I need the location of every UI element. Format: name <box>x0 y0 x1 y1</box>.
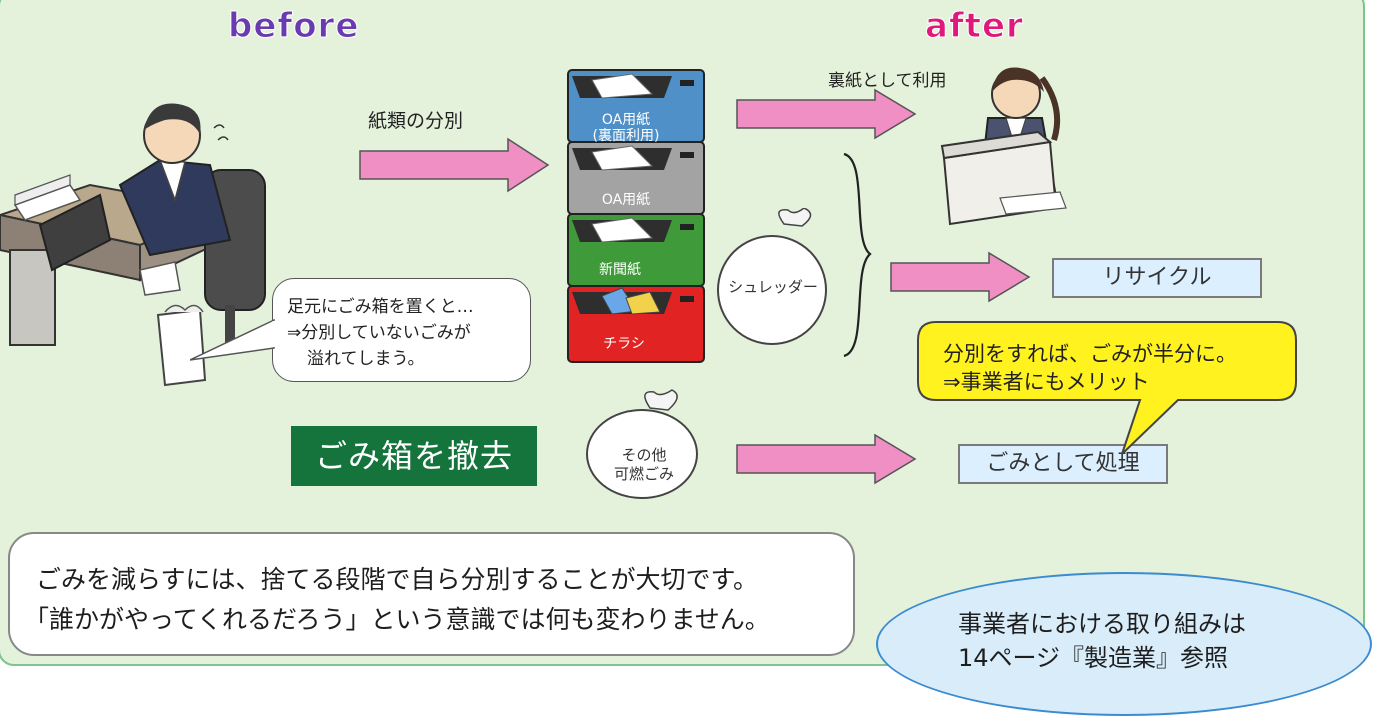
bottom-message-line-1: ごみを減らすには、捨てる段階で自ら分別することが大切です。 <box>36 565 759 594</box>
bin-label-oa-reverse: OA用紙 (裏面利用) <box>592 112 660 144</box>
disposal-label: ごみとして処理 <box>958 444 1168 484</box>
arrow-to-disposal <box>736 433 917 485</box>
paper-sorting-label: 紙類の分別 <box>368 110 464 132</box>
desk-bin-bubble <box>272 278 531 382</box>
bin-label-flyers: チラシ <box>603 336 645 352</box>
reverse-use-label: 裏紙として利用 <box>828 71 947 91</box>
desk-bin-line-1: 足元にごみ箱を置くと… <box>287 297 474 317</box>
shredder-bag-icon <box>717 208 827 345</box>
bottom-message-box <box>8 532 855 656</box>
bin-label-oa-paper: OA用紙 <box>601 192 651 208</box>
recycle-label: リサイクル <box>1052 258 1262 298</box>
combustible-label: その他 可燃ごみ <box>613 446 674 483</box>
sorting-bins-illustration <box>567 69 705 363</box>
shredder-label: シュレッダー <box>728 278 818 296</box>
brace <box>843 152 872 358</box>
desk-bin-line-3: 溢れてしまう。 <box>307 349 425 369</box>
merit-bubble <box>917 321 1297 455</box>
desk-bin-bubble-tail <box>190 318 276 361</box>
office-worker-illustration <box>0 103 266 387</box>
merit-line-1: 分別をすれば、ごみが半分に。 <box>943 342 1237 366</box>
after-title: after <box>925 6 1024 47</box>
arrow-to-reuse <box>736 88 917 140</box>
bottom-message-line-2: 「誰かがやってくれるだろう」という意識では何も変わりません。 <box>24 605 770 634</box>
arrow-to-bins <box>359 137 550 193</box>
copier-woman-illustration <box>940 67 1067 226</box>
combustible-bag-icon <box>586 389 698 499</box>
reference-line-2: 14ページ『製造業』参照 <box>958 644 1229 672</box>
reference-line-1: 事業者における取り組みは <box>958 610 1246 638</box>
remove-bin-banner: ごみ箱を撤去 <box>291 426 537 486</box>
bin-label-newspaper: 新聞紙 <box>599 262 641 278</box>
arrow-to-recycle <box>890 251 1031 303</box>
desk-bin-line-2: ⇒分別していないごみが <box>287 323 471 343</box>
before-title: before <box>227 6 360 47</box>
merit-line-2: ⇒事業者にもメリット <box>943 370 1150 394</box>
